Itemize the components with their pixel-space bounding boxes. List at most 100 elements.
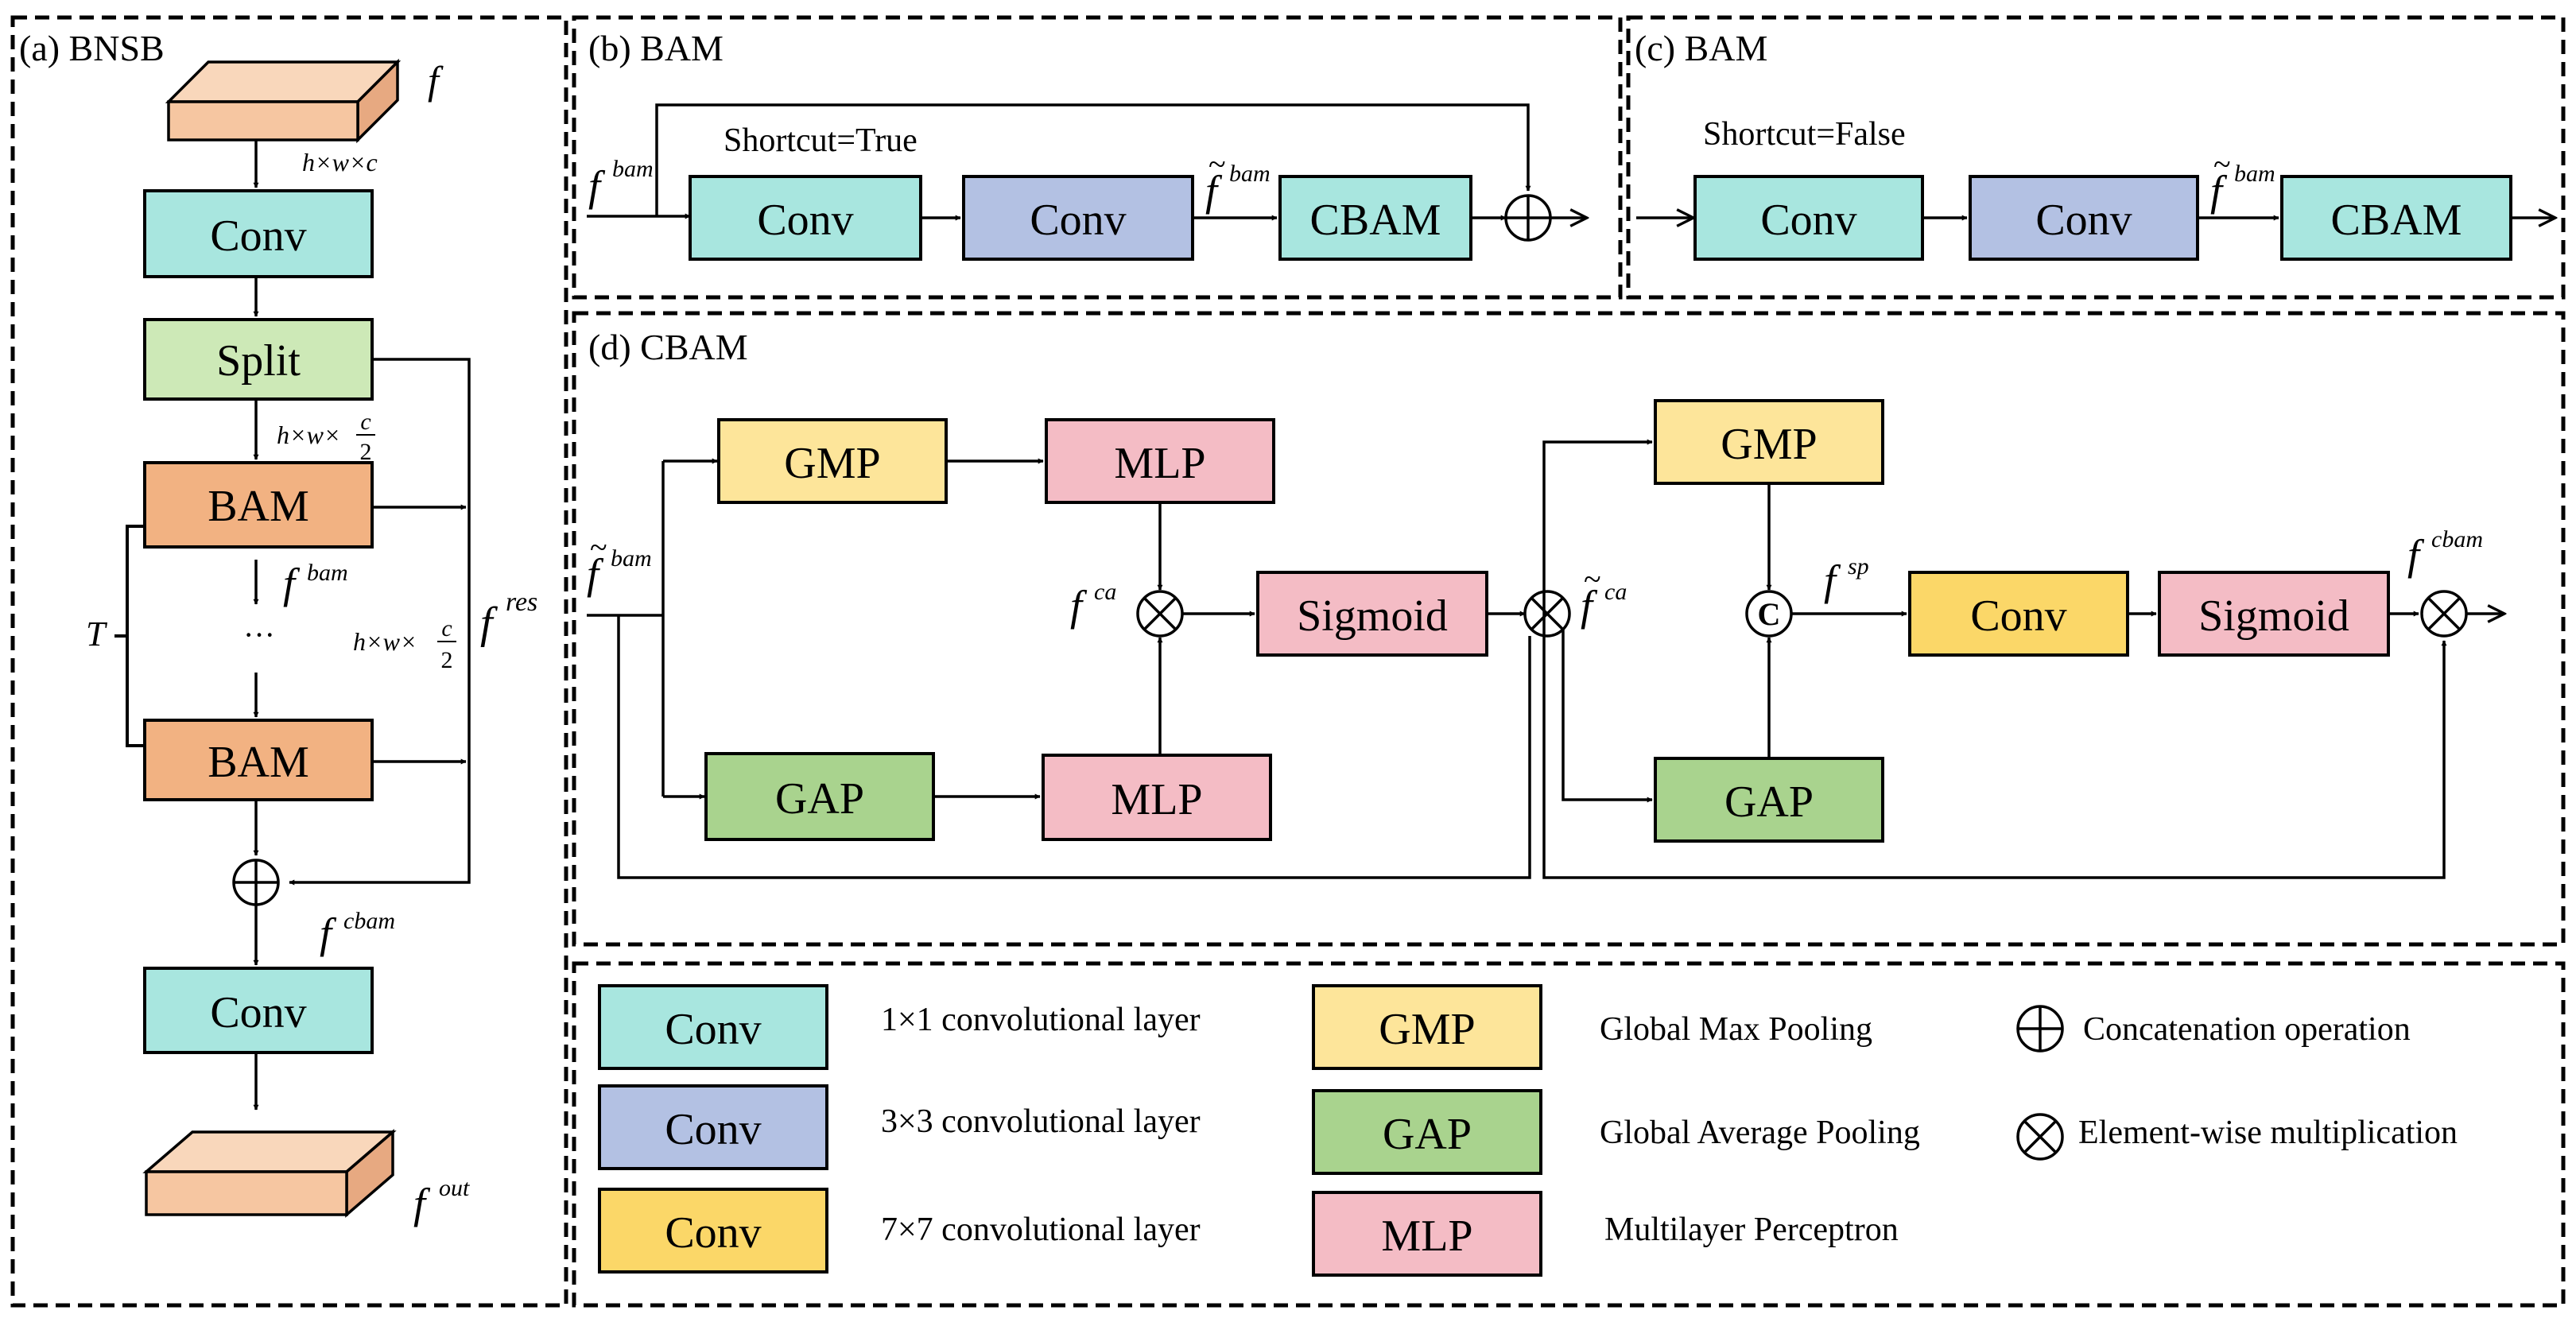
legend-conv7x7-desc: 7×7 convolutional layer [881, 1212, 1201, 1248]
conv3x3-block-b [962, 175, 1194, 261]
mlp-block-2-label: MLP [1111, 775, 1202, 824]
f-ca-tilde-label: f ~ ca [1581, 561, 1627, 630]
dim-half-prefix-1: h×w× [277, 421, 341, 449]
dim-half-den-1: 2 [360, 439, 372, 465]
f-cbam-label-d: f cbam [2407, 526, 2483, 579]
f-out-label: f out [413, 1175, 470, 1227]
cbam-block-c [2280, 175, 2512, 261]
f-bam-in-label-d: f ~ bam [587, 529, 652, 598]
conv-block-top-label: Conv [210, 211, 306, 261]
t-label: T [86, 614, 108, 653]
panel-d-frame [572, 311, 2566, 947]
f-bam-in-b-sup: bam [612, 156, 654, 182]
split-block-label: Split [216, 336, 301, 386]
dim-half-num-2: c [441, 615, 452, 642]
f-bam-mid-b-tilde: ~ [1208, 146, 1226, 182]
legend-concat-desc: Concatenation operation [2083, 1011, 2411, 1048]
legend-conv3x3-label: Conv [665, 1105, 761, 1154]
mult-symbol-d1 [1136, 590, 1184, 638]
dim-half-label-1: h×w× c 2 [277, 409, 375, 465]
d-to-gmp2 [1542, 439, 1653, 636]
panel-a-title: (a) BNSB [19, 28, 165, 68]
gap-block-2-label: GAP [1724, 777, 1814, 827]
f-bam-a-sup: bam [307, 560, 348, 586]
f-cbam-d-base: f [2407, 531, 2425, 579]
dots-label: ··· [243, 617, 275, 653]
shortcut-true-label: Shortcut=True [724, 122, 918, 159]
conv1x1-block-b [689, 175, 922, 261]
panel-c-title: (c) BAM [1635, 28, 1767, 68]
panel-a: (a) BNSB f h×w×c Conv Split h×w× c 2 BAM… [19, 28, 537, 1227]
f-bam-mid-c-sup: bam [2234, 161, 2275, 187]
mult-x2-d3 [2427, 596, 2462, 631]
f-bam-in-d-sup: bam [611, 545, 652, 572]
panel-c-frame [1626, 15, 2566, 300]
d-to-gap2 [1562, 630, 1653, 803]
mult-symbol-d2 [1523, 590, 1571, 638]
conv-block-top [143, 189, 374, 278]
concat-symbol-b [1504, 194, 1552, 242]
panel-d-title: (d) CBAM [588, 327, 748, 367]
conv3x3-block-c-label: Conv [2035, 196, 2132, 245]
legend-conv3x3-desc: 3×3 convolutional layer [881, 1103, 1201, 1140]
f-bam-label-a: f bam [283, 560, 348, 607]
concat-c-label: C [1758, 596, 1781, 632]
f-sp-label: f sp [1824, 553, 1869, 604]
gap-block-1-label: GAP [775, 774, 864, 824]
legend-mlp-label: MLP [1381, 1212, 1472, 1261]
f-bam-mid-label-b: f ~ bam [1205, 146, 1271, 215]
legend-gmp-label: GMP [1379, 1005, 1475, 1054]
f-sp-sup: sp [1848, 553, 1869, 580]
conv7x7-block-d-label: Conv [1970, 591, 2066, 641]
conv-block-bottom [143, 967, 374, 1054]
dim-half-num-1: c [360, 409, 370, 435]
dim-hwc-label: h×w×c [302, 148, 378, 176]
f-bam-in-b-base: f [588, 162, 606, 210]
f-out-sup: out [439, 1175, 470, 1201]
cbam-block-b-label: CBAM [1310, 196, 1441, 245]
res-line [289, 358, 471, 886]
panel-b-title: (b) BAM [588, 28, 724, 68]
feature-output-front [145, 1170, 348, 1216]
legend-conv1x1-desc: 1×1 convolutional layer [881, 1002, 1201, 1038]
legend: Conv 1×1 convolutional layer Conv 3×3 co… [598, 984, 2458, 1277]
conv3x3-block-b-label: Conv [1030, 196, 1126, 245]
f-cbam-d-sup: cbam [2431, 526, 2483, 552]
f-cbam-label-a: f cbam [320, 908, 395, 957]
legend-mult-icon [2016, 1113, 2064, 1161]
conv1x1-block-c-label: Conv [1760, 196, 1856, 245]
dim-half-prefix-2: h×w× [353, 627, 417, 656]
bam-block-1-label: BAM [208, 482, 309, 531]
panel-c: (c) BAM Shortcut=False Conv Conv f ~ bam… [1635, 28, 2555, 261]
mult-symbol-d3 [2420, 590, 2468, 638]
bam-block-1 [143, 461, 374, 549]
gap-block-1 [704, 752, 935, 841]
mult-x2-d1 [1143, 596, 1177, 631]
legend-conv1x1-label: Conv [665, 1005, 761, 1054]
concat-c-symbol: C [1745, 590, 1793, 638]
feature-output-block [142, 1129, 397, 1218]
legend-mult-x2 [2023, 1119, 2058, 1154]
conv1x1-block-c [1693, 175, 1924, 261]
bam-block-2 [143, 719, 374, 801]
legend-mult-desc: Element-wise multiplication [2078, 1115, 2458, 1151]
cbam-block-c-label: CBAM [2331, 196, 2462, 245]
legend-concat-icon [2016, 1005, 2064, 1053]
f-sp-base: f [1824, 556, 1841, 604]
panel-a-frame [10, 15, 568, 1308]
legend-gmp-desc: Global Max Pooling [1600, 1011, 1872, 1048]
panel-d: (d) CBAM f ~ bam GMP MLP GAP MLP [587, 327, 2504, 879]
f-bam-a-base: f [283, 560, 301, 607]
d-bypass-2 [1542, 636, 2447, 879]
f-cbam-a-base: f [320, 909, 337, 957]
f-bam-mid-label-c: f ~ bam [2210, 146, 2275, 215]
f-res-label: f res [480, 587, 537, 648]
b-shortcut-line [655, 103, 1531, 216]
legend-conv7x7-label: Conv [665, 1208, 761, 1258]
legend-frame [572, 961, 2566, 1308]
f-ca-sup: ca [1094, 579, 1116, 605]
legend-gap-swatch [1312, 1089, 1542, 1175]
concat-symbol-a [232, 859, 280, 906]
